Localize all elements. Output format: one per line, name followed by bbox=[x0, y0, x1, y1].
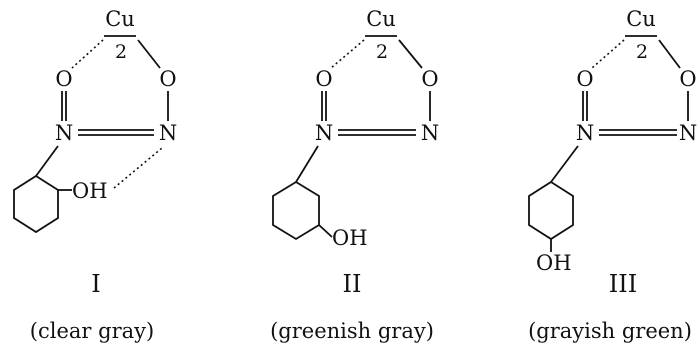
hydroxyl-group: OH bbox=[536, 251, 572, 275]
hydroxyl-group: OH bbox=[332, 226, 368, 250]
n-ring-bond bbox=[35, 145, 59, 177]
hydrogen-bond bbox=[113, 147, 163, 189]
structure-3: Cu 2 O O N N OH III (grayish green) bbox=[528, 7, 697, 343]
coordinate-bond-left bbox=[591, 39, 625, 69]
cu-o-bond-right bbox=[658, 39, 681, 69]
c-oh-bond bbox=[318, 224, 333, 238]
benzene-ring bbox=[13, 174, 59, 234]
coordinate-bond-left bbox=[71, 39, 104, 69]
nitrogen-right: N bbox=[421, 121, 439, 145]
benzene-ring bbox=[272, 180, 320, 241]
copper-label: Cu bbox=[105, 7, 135, 31]
structure-numeral: I bbox=[91, 270, 100, 298]
hydroxyl-group: OH bbox=[72, 179, 108, 203]
structure-numeral: II bbox=[343, 270, 362, 298]
n-ring-bond bbox=[550, 145, 579, 183]
oxygen-right: O bbox=[421, 67, 438, 91]
copper-label: Cu bbox=[626, 7, 656, 31]
n-ring-bond bbox=[295, 145, 319, 183]
nitrogen-left: N bbox=[55, 121, 73, 145]
copper-count: 2 bbox=[376, 41, 388, 63]
structure-caption: (greenish gray) bbox=[270, 319, 434, 343]
nitrogen-right: N bbox=[159, 121, 177, 145]
oxygen-left: O bbox=[55, 67, 72, 91]
nitrogen-left: N bbox=[576, 121, 594, 145]
structure-1: Cu 2 O O N N OH I (clear gray) bbox=[13, 7, 177, 343]
structure-caption: (grayish green) bbox=[528, 319, 692, 343]
oxygen-right: O bbox=[679, 67, 696, 91]
copper-count: 2 bbox=[115, 41, 127, 63]
oxygen-left: O bbox=[315, 67, 332, 91]
benzene-ring bbox=[528, 180, 574, 241]
cu-o-bond-right bbox=[137, 39, 161, 69]
oxygen-right: O bbox=[159, 67, 176, 91]
copper-count: 2 bbox=[636, 41, 648, 63]
structure-2: Cu 2 O O N N OH II (greenish gray) bbox=[270, 7, 439, 343]
structure-numeral: III bbox=[609, 270, 637, 298]
copper-label: Cu bbox=[366, 7, 396, 31]
nitrogen-right: N bbox=[679, 121, 697, 145]
cu-o-bond-right bbox=[398, 39, 423, 69]
coordinate-bond-left bbox=[330, 39, 365, 69]
oxygen-left: O bbox=[576, 67, 593, 91]
nitrogen-left: N bbox=[315, 121, 333, 145]
structure-caption: (clear gray) bbox=[30, 319, 154, 343]
